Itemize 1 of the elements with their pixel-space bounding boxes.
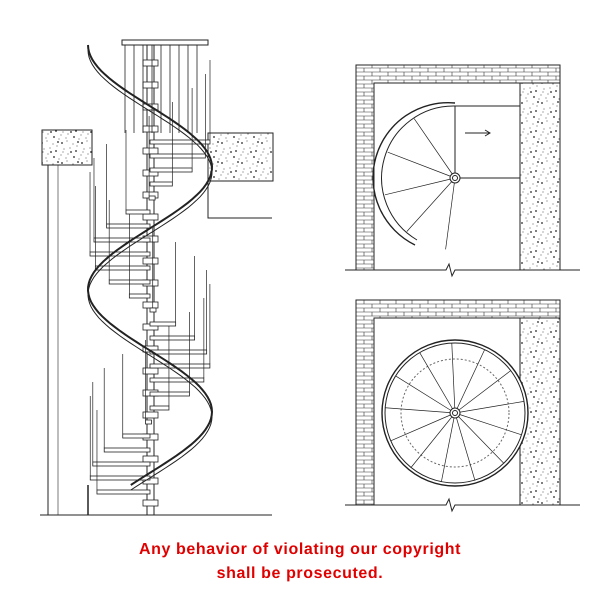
copyright-notice: Any behavior of violating our copyright shall be prosecuted. (138, 540, 462, 584)
